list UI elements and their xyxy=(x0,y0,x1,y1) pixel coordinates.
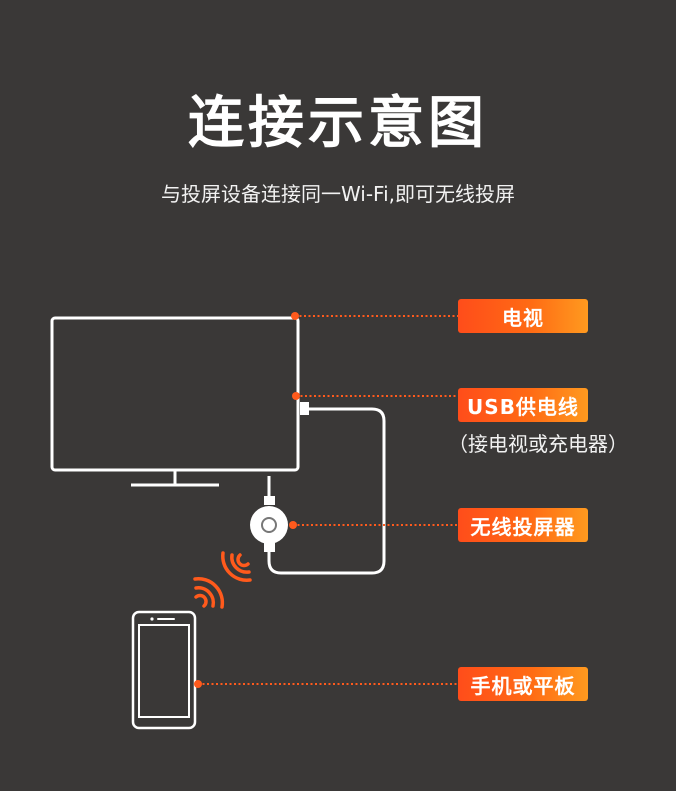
phone-icon xyxy=(133,612,195,728)
dongle-icon xyxy=(250,496,288,552)
label-dongle: 无线投屏器 xyxy=(458,508,588,542)
wifi-signal-icon xyxy=(195,579,222,607)
wifi-signal-icon xyxy=(223,553,250,580)
label-usb-cable: USB供电线 xyxy=(458,388,588,422)
label-phone: 手机或平板 xyxy=(458,667,588,701)
label-tv: 电视 xyxy=(458,299,588,333)
leader-lines xyxy=(194,312,458,688)
cable-line xyxy=(269,402,384,573)
label-usb-note: （接电视或充电器） xyxy=(448,430,668,458)
tv-icon xyxy=(52,318,298,485)
